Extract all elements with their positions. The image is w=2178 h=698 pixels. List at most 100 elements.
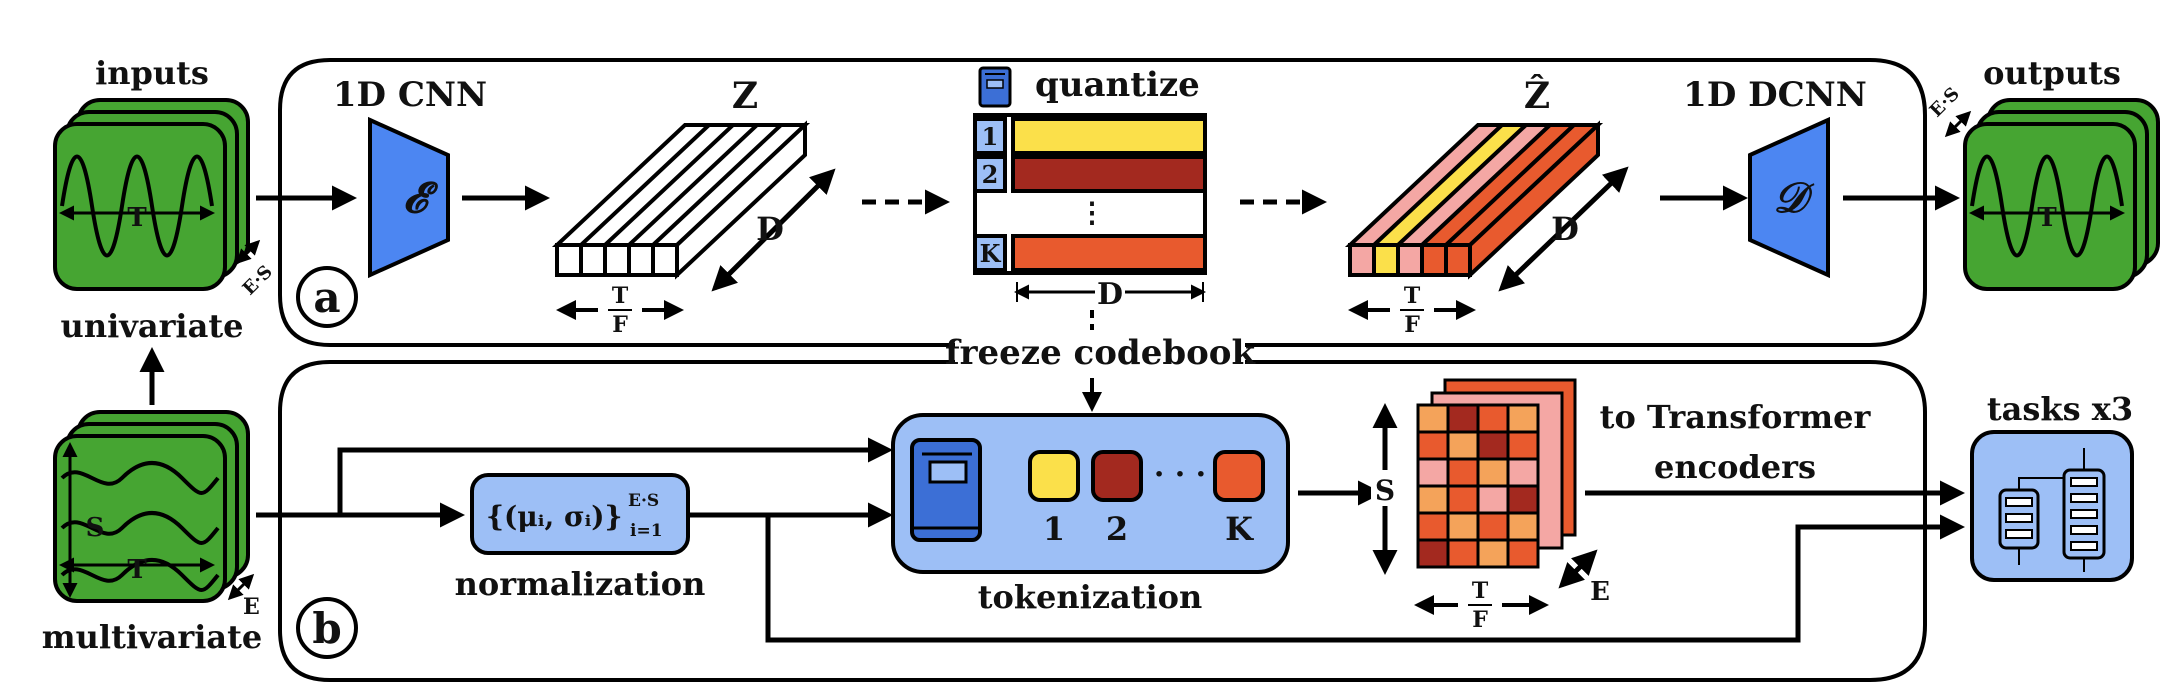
svg-text:{(μᵢ, σᵢ)}: {(μᵢ, σᵢ)} [486,500,623,533]
token-grid-cell [1476,403,1510,434]
svg-text:i=1: i=1 [630,521,663,541]
svg-text:D: D [1551,210,1579,248]
codebook-table [973,113,1207,275]
multivariate-label: multivariate [42,618,262,656]
outputs-label: outputs [1983,54,2121,92]
svg-text:E·S: E·S [239,261,277,299]
z-tf-arrow: T F [556,283,684,338]
z-d-arrow: D [711,168,836,292]
univariate-output-stack: T [1963,98,2160,291]
token-dots: · · · [1154,457,1206,492]
svg-text:D: D [1097,277,1123,312]
svg-text:T: T [1404,283,1421,309]
decoder-trapezoid: 𝒟 [1748,116,1830,279]
codebook-d-arrow: D [1014,276,1206,312]
token-grid-cell [1506,403,1540,434]
book-icon-large [910,438,982,542]
book-icon-small [978,66,1012,108]
sine-wave [60,154,214,258]
token-grid-cell [1446,430,1480,461]
encoders-label: encoders [1654,448,1816,486]
residual-line-to-tasks [765,514,1965,643]
zhat-d-arrow: D [1498,166,1629,292]
cnn-label: 1D CNN [333,75,487,115]
token-2-label: 2 [1106,510,1128,548]
svg-text:S: S [86,513,105,543]
tokenization-label: tokenization [978,578,1203,616]
svg-text:F: F [1472,607,1488,633]
tokenization-box [891,413,1290,574]
token-2-swatch [1091,450,1143,502]
multivariate-input-stack: S T [53,410,250,603]
inputs-label: inputs [95,54,209,92]
freeze-codebook-label: freeze codebook [945,333,1256,373]
quantize-label: quantize [1035,65,1200,105]
grid-s-arrow: S [1371,403,1399,575]
grid-e-arrow: E [1558,549,1610,607]
svg-text:E·S: E·S [628,491,659,511]
token-grid-cell [1476,430,1510,461]
codebook-row-dots: ⋮ [1078,196,1106,229]
token-grid-cell [1506,457,1540,488]
to-transformer-label: to Transformer [1600,398,1872,436]
normalization-box: {(μᵢ, σᵢ)} E·S i=1 [470,473,690,555]
token-grid-cell [1446,538,1480,569]
token-grid-cell [1506,430,1540,461]
token-k-swatch [1213,450,1265,502]
svg-text:T: T [612,283,629,309]
token-grid-cell [1416,538,1450,569]
token-grid-cell [1446,457,1480,488]
token-grid-cell [1416,430,1450,461]
svg-text:S: S [1375,474,1395,507]
token-grid-cell [1416,457,1450,488]
grid-tf-arrow: T F [1414,578,1549,633]
univariate-input-stack: T [53,98,250,291]
codebook-row-2: 2 [982,160,999,189]
encoder-trapezoid: 𝓔 [368,116,450,279]
zhat-label: Ẑ [1524,75,1550,117]
univariate-label: univariate [61,307,244,345]
arrow-multi-to-tokenization-top [337,437,893,515]
svg-text:F: F [1404,312,1420,338]
codebook-row-k: K [980,239,1002,268]
token-1-swatch [1028,450,1080,502]
svg-text:F: F [612,312,628,338]
z-label: Z [732,75,758,117]
svg-text:T: T [2037,203,2057,233]
tasks-box [1970,430,2134,582]
svg-text:a: a [313,273,340,322]
token-grid-cell [1476,538,1510,569]
token-grid-cell [1476,511,1510,542]
svg-text:b: b [312,604,341,653]
svg-text:E: E [1590,577,1610,607]
svg-text:T: T [127,203,147,233]
z-tensor [551,120,811,280]
token-grid-cell [1506,484,1540,515]
zhat-tensor [1344,120,1604,280]
token-grid-cell [1416,403,1450,434]
token-grid-cell [1416,511,1450,542]
svg-text:D: D [756,210,784,248]
dcnn-label: 1D DCNN [1683,75,1867,115]
token-k-label: K [1225,510,1254,548]
token-grid-cell [1446,484,1480,515]
es-arrow-output: E·S [1926,83,1972,138]
zhat-tf-arrow: T F [1348,283,1476,338]
token-grid-cell [1416,484,1450,515]
token-grid-cell [1506,511,1540,542]
token-1-label: 1 [1043,510,1065,548]
token-grid-cell [1506,538,1540,569]
panel-a-label: a [296,266,358,328]
svg-text:T: T [1472,578,1489,604]
token-grid-cell [1446,403,1480,434]
panel-b-border [278,360,1927,682]
svg-text:E: E [243,594,260,620]
panel-b-label: b [296,597,358,659]
panel-a-border [278,58,1927,347]
token-grid-front [1416,403,1540,569]
normalization-label: normalization [455,565,706,603]
codebook-row-1: 1 [982,122,999,151]
e-arrow-input: E [227,573,260,620]
token-grid-cell [1446,511,1480,542]
token-grid-cell [1476,484,1510,515]
